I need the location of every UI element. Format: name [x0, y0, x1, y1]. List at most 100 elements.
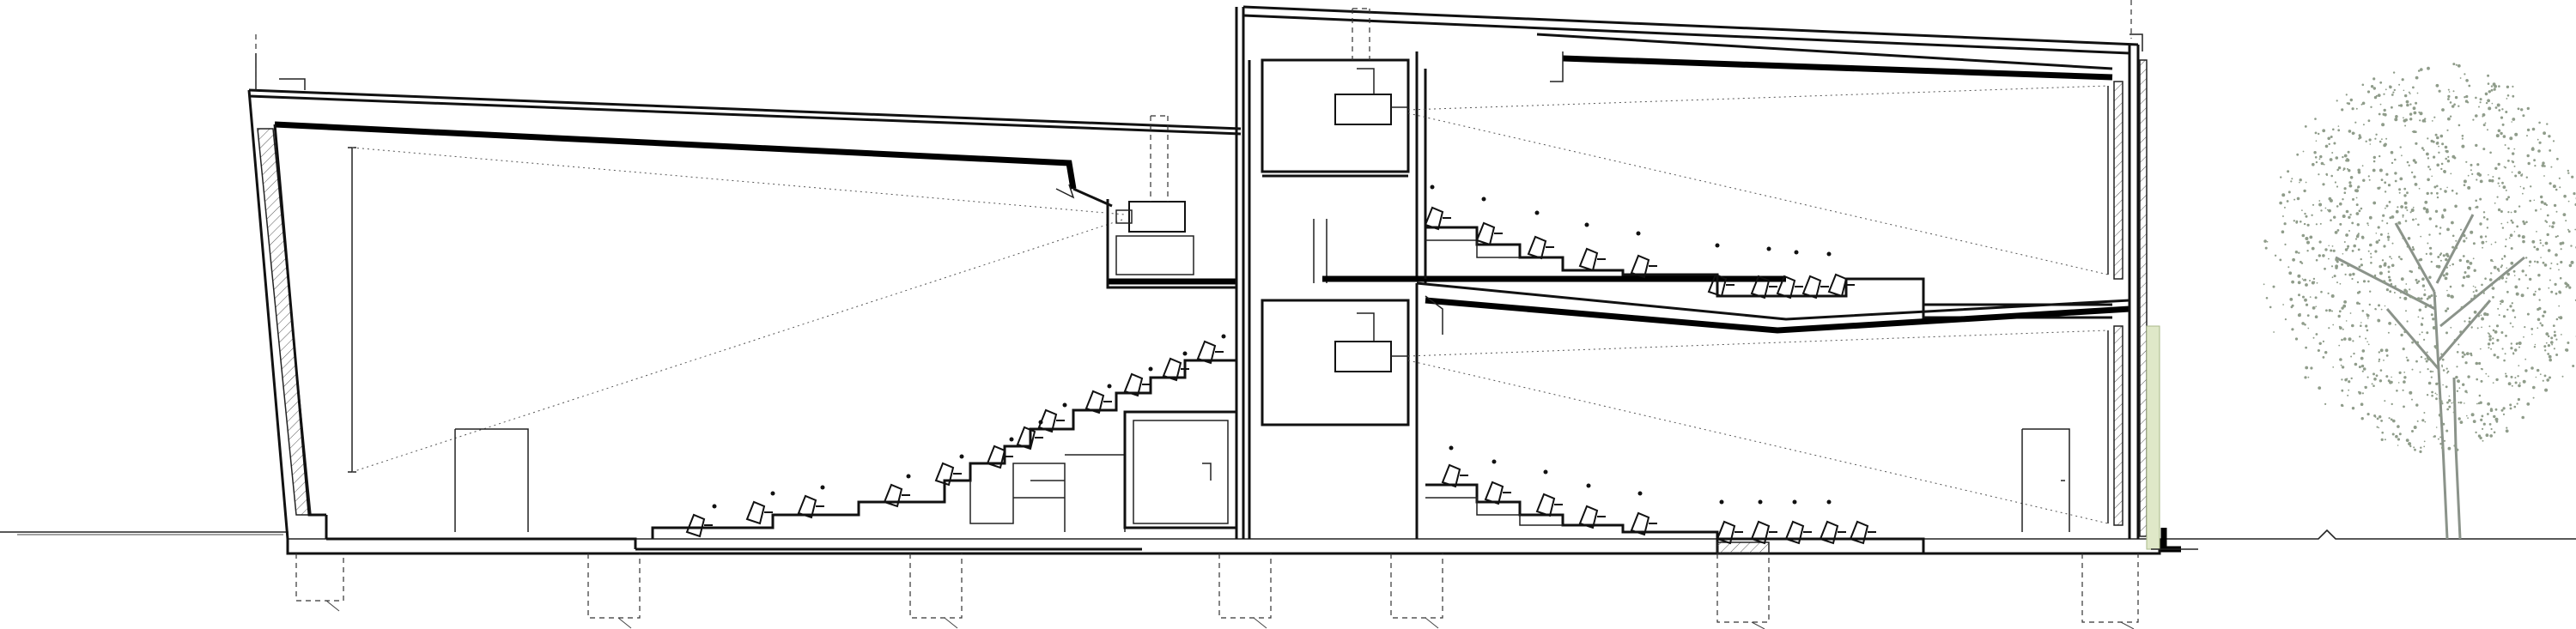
foliage-dot [2301, 278, 2304, 280]
foliage-dot [2342, 198, 2344, 201]
foliage-dot [2451, 295, 2454, 299]
foliage-dot [2318, 132, 2320, 136]
foliage-dot [2473, 310, 2477, 314]
foliage-dot [2347, 167, 2348, 170]
foliage-dot [2526, 402, 2530, 406]
foliage-dot [2512, 152, 2515, 155]
foliage-dot [2492, 382, 2494, 384]
foliage-dot [2505, 335, 2507, 337]
foliage-dot [2343, 337, 2347, 341]
foliage-dot [2546, 123, 2549, 125]
foliage-dot [2333, 275, 2336, 278]
foliage-dot [2426, 152, 2429, 156]
foliage-dot [2501, 108, 2504, 111]
foliage-dot [2539, 373, 2542, 376]
foliage-dot [2304, 376, 2307, 379]
foliage-dot [2314, 118, 2317, 120]
foliage-dot [2487, 129, 2488, 131]
foliage-dot [2550, 290, 2554, 293]
foliage-dot [2279, 258, 2282, 262]
foliage-dot [2445, 309, 2448, 312]
foliage-dot [2441, 215, 2445, 219]
foliage-dot [2279, 201, 2282, 205]
foliage-dot [2392, 91, 2395, 94]
foliage-dot [2512, 309, 2515, 312]
foliage-dot [2419, 119, 2421, 122]
foliage-dot [2283, 222, 2287, 226]
foliage-dot [2395, 115, 2398, 118]
foliage-dot [2346, 158, 2350, 162]
foliage-dot [2406, 359, 2409, 362]
foliage-dot [2318, 386, 2322, 390]
foliage-dot [2505, 281, 2507, 283]
foliage-dot [2485, 433, 2489, 438]
foliage-dot [2348, 181, 2352, 184]
foliage-dot [2417, 316, 2420, 318]
foliage-dot [2309, 296, 2312, 298]
foliage-dot [2482, 124, 2486, 127]
foliage-dot [2351, 221, 2354, 225]
foliage-dot [2415, 403, 2419, 407]
foliage-dot [2554, 330, 2556, 334]
foliage-dot [2324, 402, 2327, 405]
foliage-dot [2298, 293, 2300, 297]
foliage-dot [2495, 134, 2500, 138]
foliage-dot [2342, 328, 2344, 330]
foliage-dot [2429, 168, 2432, 171]
foliage-dot [2513, 316, 2517, 318]
foliage-dot [2439, 436, 2442, 438]
foliage-dot [2494, 202, 2496, 204]
foliage-dot [2415, 278, 2418, 281]
foliage-dot [2427, 242, 2429, 245]
foliage-dot [2490, 243, 2493, 245]
foliage-dot [2331, 310, 2333, 312]
foliage-dot [2505, 429, 2509, 433]
foliage-dot [2429, 252, 2433, 256]
foliage-dot [2441, 402, 2444, 405]
foliage-dot [2415, 218, 2417, 221]
foliage-dot [2379, 168, 2383, 172]
foliage-dot [2555, 354, 2559, 356]
foliage-dot [2529, 277, 2532, 281]
foliage-dot [2378, 112, 2381, 116]
foliage-dot [2419, 371, 2421, 373]
foliage-dot [2374, 250, 2378, 253]
foliage-dot [2553, 334, 2557, 337]
foliage-dot [2549, 358, 2552, 362]
foliage-dot [2494, 408, 2498, 411]
foliage-dot [2409, 118, 2413, 121]
foliage-dot [2433, 185, 2437, 189]
foliage-dot [2434, 392, 2437, 395]
foliage-dot [2349, 214, 2352, 216]
foliage-dot [2559, 186, 2561, 189]
foliage-dot [2433, 116, 2436, 118]
foliage-dot [2411, 398, 2413, 401]
foliage-dot [2413, 446, 2415, 449]
foliage-dot [2502, 315, 2506, 318]
foliage-dot [2458, 381, 2460, 384]
foliage-dot [2417, 70, 2421, 72]
foliage-dot [2296, 153, 2300, 156]
foliage-dot [2312, 203, 2315, 206]
foliage-dot [2372, 155, 2376, 160]
foliage-dot [2387, 184, 2391, 187]
foliage-dot [2464, 402, 2465, 404]
foliage-dot [2458, 105, 2460, 107]
foliage-dot [2367, 224, 2369, 227]
foliage-dot [2556, 235, 2559, 238]
foliage-dot [2288, 271, 2293, 275]
foliage-dot [2403, 376, 2407, 379]
foliage-dot [2383, 93, 2385, 95]
foliage-dot [2514, 348, 2518, 352]
foliage-dot [2370, 252, 2372, 255]
foliage-dot [2446, 408, 2450, 411]
foliage-dot [2484, 277, 2487, 281]
foliage-dot [2324, 207, 2327, 209]
foliage-dot [2544, 388, 2549, 392]
foliage-dot [2448, 399, 2451, 402]
foliage-dot [2353, 244, 2356, 248]
foliage-dot [2507, 211, 2510, 214]
foliage-dot [2547, 249, 2551, 252]
foliage-dot [2328, 197, 2332, 201]
foliage-dot [2410, 209, 2415, 212]
